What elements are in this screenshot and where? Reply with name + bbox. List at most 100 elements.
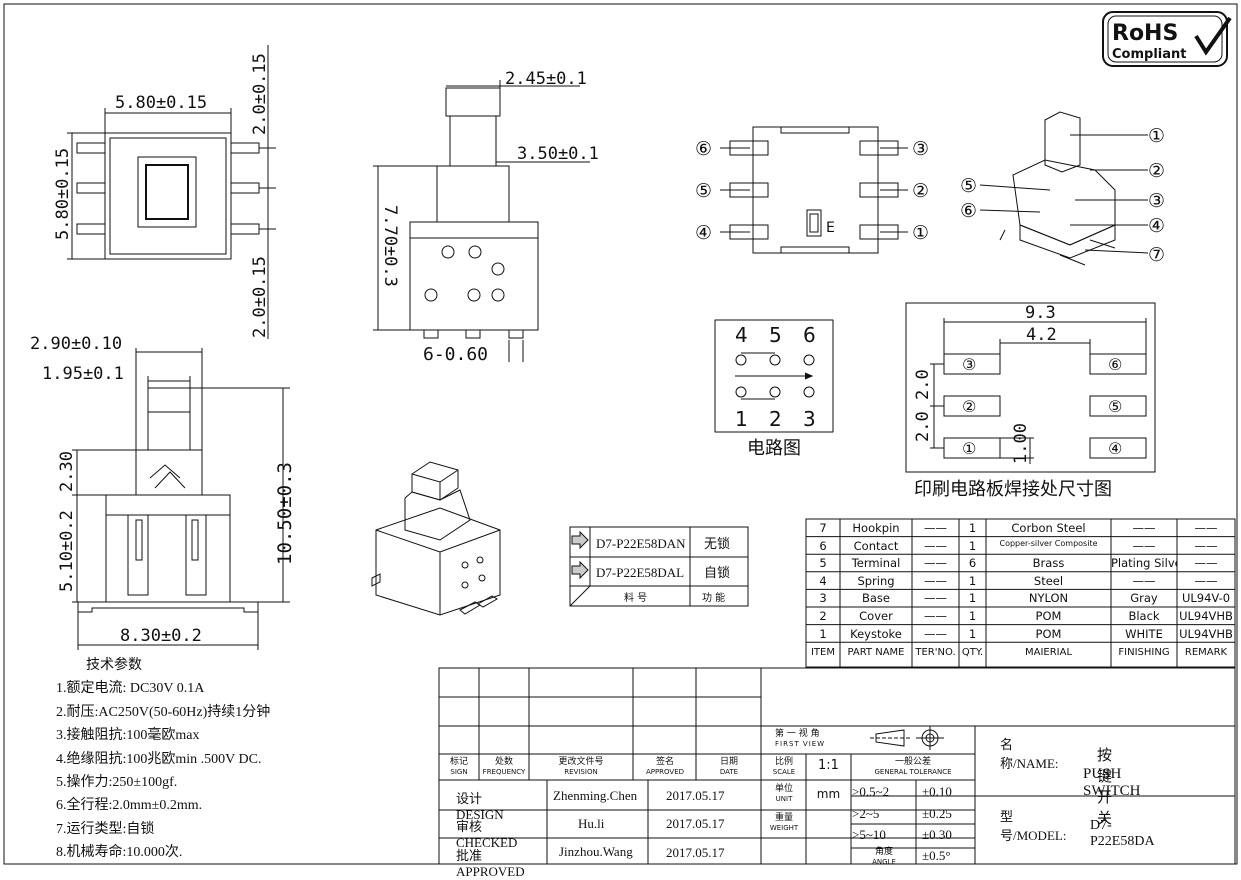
bom-cell: —— [1194,538,1218,553]
circuit-bottom-3: 3 [803,407,816,431]
circuit-caption: 电路图 [747,438,801,459]
bom-cell: POM [1035,609,1062,623]
bom-cell: —— [1194,521,1218,535]
exploded-view [979,111,1149,266]
bom-cell: Cover [859,609,893,623]
pcb-pad-2: ② [962,397,976,416]
bom-cell: UL94VHB [1179,609,1233,623]
rohs-logo: RoHS Compliant [1102,11,1232,67]
variant-model-1: D7-P22E58DAN [596,536,686,551]
pcb-dim-pad: 1.00 [1011,423,1031,464]
bom-cell: Black [1128,609,1160,623]
bom-header: ITEM [810,647,835,659]
variant-func-2: 自锁 [704,565,730,581]
model-value: D7-P22E58DA [1090,818,1155,849]
dim-front-total: 10.50±0.3 [274,462,296,565]
role-checked: 审核 CHECKED [456,819,518,850]
pin-diagram [720,126,908,254]
pcb-dim-gap: 4.2 [1026,325,1057,345]
dim-collar: 3.50±0.1 [517,144,599,164]
bom-cell: —— [924,556,947,571]
pcb-dim-pitch-b: 2.0 [913,411,933,442]
bom-cell: —— [1194,573,1218,588]
bom-cell: 3 [819,591,827,606]
bom-cell: Gray [1130,591,1158,606]
weight-en: WEIGHT [769,824,799,832]
bom-cell: WHITE [1125,626,1163,641]
bom-cell: Spring [857,573,895,588]
bom-cell: NYLON [1028,591,1069,606]
title-block [438,667,1236,865]
unit-value: mm [816,787,841,801]
pcb-pad-1: ① [962,439,976,458]
view-en: FIRST VIEW [775,740,826,748]
bom-cell: Corbon Steel [1011,521,1086,535]
spec-item-8: 8.机械寿命:10.000次. [56,845,183,861]
bom-cell: 1 [968,609,977,623]
bom-cell: 1 [968,538,977,553]
callout-3: ③ [1148,190,1165,212]
bom-cell: 6 [819,538,827,553]
bom-header: REMARK [1184,647,1228,659]
role-approved: 批准 APPROVED [456,848,525,879]
pin-label-1: ① [912,222,929,244]
unit-en: UNIT [775,795,793,803]
angle-cn: 角度 [874,847,893,857]
bom-cell: —— [1194,556,1218,571]
hdr-rev-en: REVISION [564,768,598,776]
variant-model-2: D7-P22E58DAL [596,565,684,580]
bom-cell: —— [1132,573,1156,588]
bom-cell: 1 [968,591,977,606]
bom-cell: 1 [819,626,827,641]
bom-cell: 2 [819,609,827,623]
scale-cn: 比例 [774,757,793,767]
top-view [67,45,276,339]
bom-header: FINISHING [1118,647,1170,659]
variants-table [569,526,749,607]
hdr-date-en: DATE [719,768,739,776]
bom-header: TER'NO. [915,647,956,659]
dim-front-lower: 5.10±0.2 [57,510,77,592]
hdr-date-cn: 日期 [719,757,738,767]
pcb-dim-pitch-a: 2.0 [913,369,933,400]
date-design: 2017.05.17 [666,788,725,803]
pin-label-5: ⑤ [695,180,712,202]
spec-item-5: 5.操作力:250±100gf. [56,775,178,791]
pcb-pad-3: ③ [962,355,976,374]
hdr-sign-en: SIGN [450,768,468,776]
pcb-pad-6: ⑥ [1108,355,1122,374]
tol-range-2: >2~5 [852,806,880,821]
spec-item-4: 4.绝缘阻抗:100兆欧min .500V DC. [56,751,262,767]
pin-label-3: ③ [912,138,929,160]
role-design: 设计 DESIGN [456,791,504,822]
name-approved: Jinzhou.Wang [559,844,633,859]
circuit-bottom-1: 1 [735,407,748,431]
tolerance-en: GENERAL TOLERANCE [874,768,952,776]
isometric-view [371,461,501,616]
circuit-top-5: 5 [769,323,782,347]
spec-item-2: 2.耐压:AC250V(50-60Hz)持续1分钟 [56,704,271,720]
checkmark-icon [1194,16,1232,56]
specs-block: 技术参数 1.额定电流: DC30V 0.1A 2.耐压:AC250V(50-6… [56,654,270,865]
front-view [72,348,290,650]
angle-en: ANGLE [872,858,896,866]
arrow-icon [571,560,589,580]
unit-cn: 单位 [774,784,793,794]
bom-cell: POM [1035,626,1062,641]
pin-center-mark: E [826,220,835,236]
product-name-cn: 按键开关 [1097,748,1113,827]
variant-footer-model: 料 号 [624,591,647,604]
tol-value-1: ±0.10 [922,784,952,799]
circuit-diagram [714,319,834,433]
pcb-pad-4: ④ [1108,439,1122,458]
bom-cell: —— [924,609,947,623]
scale-en: SCALE [772,768,796,776]
callout-6: ⑥ [960,200,977,222]
callout-4: ④ [1148,215,1165,237]
tol-value-2: ±0.25 [922,806,952,821]
name-design: Zhenming.Chen [553,788,638,803]
variant-footer-func: 功 能 [702,591,725,604]
tol-value-3: ±0.30 [922,827,952,842]
model-label: 型号/MODEL: [1000,809,1067,843]
hdr-approved-en: APPROVED [645,768,685,776]
